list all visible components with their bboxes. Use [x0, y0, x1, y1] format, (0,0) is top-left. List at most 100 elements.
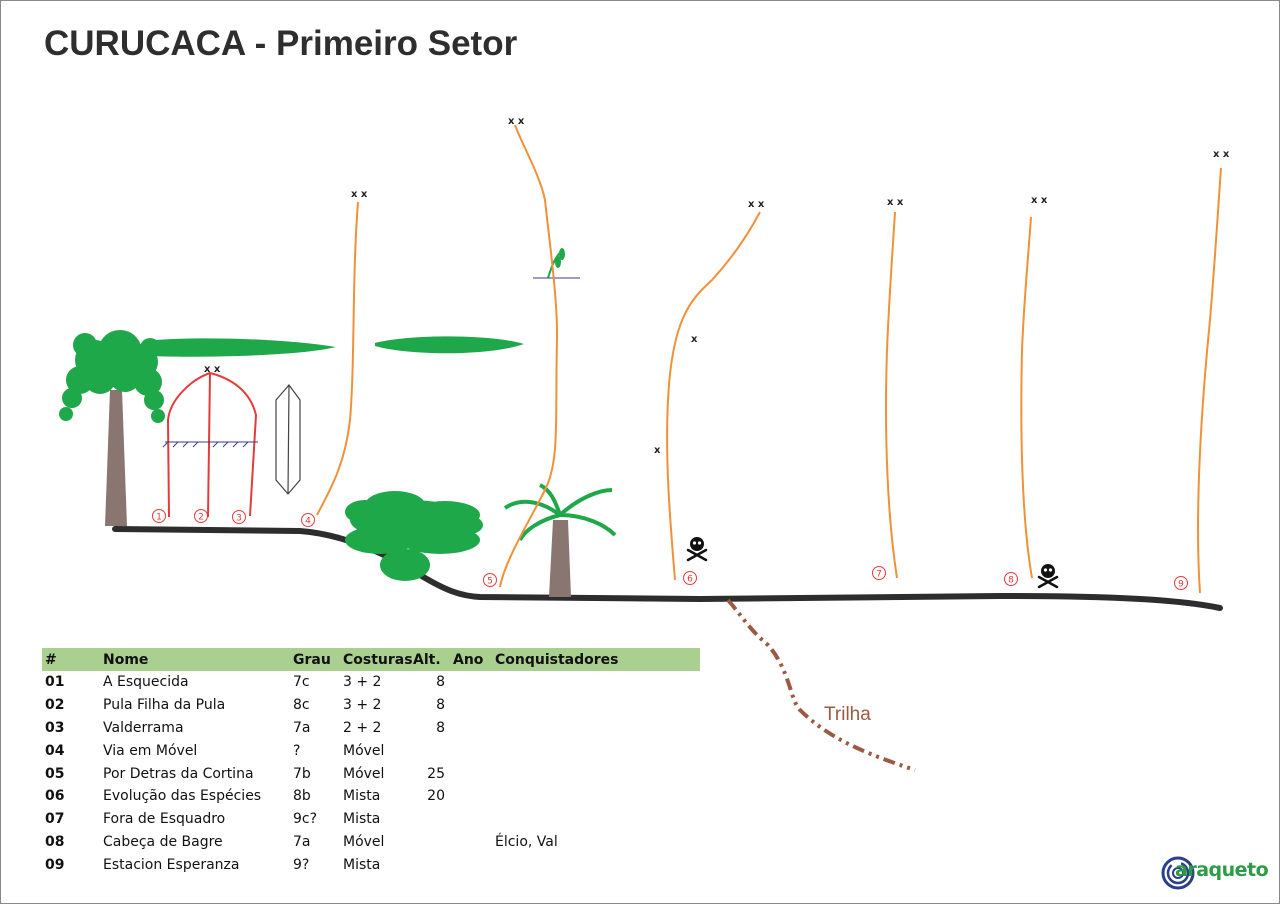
cell-alt: 8: [436, 719, 445, 736]
cell-grau: 9?: [293, 856, 310, 873]
skull-crossbones-icon: [686, 537, 708, 562]
svg-text:x x: x x: [1213, 149, 1230, 160]
cell-conquistadores: [495, 785, 700, 808]
bush-fern: [345, 491, 483, 581]
table-row: 06 Evolução das Espécies 8b Mista 20: [42, 785, 700, 808]
cell-nome: A Esquecida: [103, 674, 189, 691]
svg-text:x x: x x: [748, 199, 765, 210]
cell-num: 08: [45, 833, 65, 850]
route-marker-label: 6: [687, 575, 693, 585]
roof-line-hatch: [162, 441, 258, 448]
cell-nome: Estacion Esperanza: [103, 856, 240, 873]
svg-text:x x: x x: [887, 197, 904, 208]
svg-text:x x: x x: [1031, 195, 1048, 206]
route-marker-label: 8: [1008, 576, 1014, 586]
route-marker: 7: [872, 566, 886, 580]
cell-alt: [413, 808, 453, 831]
skull-crossbones-icon: [1037, 564, 1059, 589]
svg-text:x x: x x: [351, 189, 368, 200]
page-title: CURUCACA - Primeiro Setor: [44, 24, 518, 63]
col-header-costuras: Costuras: [343, 648, 413, 671]
palm-tree-left: [59, 330, 165, 526]
col-header-conquistadores: Conquistadores: [495, 648, 700, 671]
foliage-ledge-left: [145, 338, 336, 357]
anchor-marks: x x x x x x x x x x x x x x x x: [204, 116, 1230, 456]
table-row: 09 Estacion Esperanza 9? Mista: [42, 853, 700, 876]
cell-nome: Por Detras da Cortina: [103, 765, 254, 782]
cell-costuras: Mista: [343, 856, 381, 873]
cell-ano: [453, 785, 495, 808]
cell-num: 04: [45, 742, 65, 759]
cell-nome: Fora de Esquadro: [103, 811, 226, 828]
col-header-alt: Alt.: [413, 648, 453, 671]
svg-text:x x: x x: [508, 116, 525, 127]
logo-text: araqueto: [1175, 859, 1269, 881]
cell-num: 09: [45, 856, 65, 873]
table-header-row: # Nome Grau Costuras Alt. Ano Conquistad…: [42, 648, 700, 671]
route-marker: 6: [683, 571, 697, 585]
route-marker-label: 9: [1178, 580, 1184, 590]
trail-path: [726, 598, 916, 772]
cell-costuras: 3 + 2: [343, 697, 382, 714]
svg-text:x x: x x: [204, 364, 221, 375]
cell-costuras: Mista: [343, 811, 381, 828]
cell-conquistadores: [495, 671, 700, 694]
cell-nome: Via em Móvel: [103, 742, 198, 759]
cell-alt: [413, 831, 453, 854]
cell-grau: 7c: [293, 674, 310, 691]
route-marker-label: 4: [305, 517, 311, 527]
cell-alt: 8: [436, 697, 445, 714]
cell-conquistadores: [495, 739, 700, 762]
cell-nome: Valderrama: [103, 719, 184, 736]
routes-1-3: [166, 371, 258, 518]
cell-ano: [453, 694, 495, 717]
route-marker: 8: [1004, 572, 1018, 586]
cell-grau: 8c: [293, 697, 310, 714]
cell-ano: [453, 831, 495, 854]
route-marker: 4: [301, 513, 315, 527]
col-header-num: #: [42, 648, 103, 671]
route-marker: 5: [483, 573, 497, 587]
rock-flake: [275, 384, 301, 495]
cell-costuras: 3 + 2: [343, 674, 382, 691]
route-marker: 9: [1174, 576, 1188, 590]
route-marker: 3: [232, 510, 246, 524]
cell-grau: 7a: [293, 719, 311, 736]
cell-ano: [453, 671, 495, 694]
cell-costuras: Móvel: [343, 742, 385, 759]
cell-conquistadores: [495, 762, 700, 785]
cell-ano: [453, 853, 495, 876]
svg-text:x: x: [691, 334, 698, 345]
cell-alt: 25: [427, 765, 445, 782]
cell-nome: Pula Filha da Pula: [103, 697, 226, 714]
cell-ano: [453, 739, 495, 762]
trail-label: Trilha: [824, 704, 871, 725]
cell-num: 05: [45, 765, 65, 782]
route-marker-label: 3: [236, 514, 242, 524]
cell-conquistadores: [495, 808, 700, 831]
cell-costuras: Móvel: [343, 833, 385, 850]
route-marker: 1: [152, 509, 166, 523]
route-marker: 2: [194, 509, 208, 523]
cell-costuras: Mista: [343, 788, 381, 805]
route-marker-label: 7: [876, 570, 882, 580]
cell-grau: 8b: [293, 788, 311, 805]
cell-ano: [453, 717, 495, 740]
spiral-logo-icon: [1161, 856, 1195, 890]
cell-costuras: Móvel: [343, 765, 385, 782]
cell-num: 06: [45, 788, 65, 805]
routes-4-9: [316, 124, 1222, 594]
cell-num: 07: [45, 811, 65, 828]
fern-palm: [503, 483, 617, 597]
cell-conquistadores: [495, 717, 700, 740]
route-markers: 1 2 3 4 5 6 7 8 9: [152, 509, 1188, 590]
cell-num: 03: [45, 719, 65, 736]
cell-nome: Evolução das Espécies: [103, 788, 262, 805]
cell-alt: 20: [427, 788, 445, 805]
